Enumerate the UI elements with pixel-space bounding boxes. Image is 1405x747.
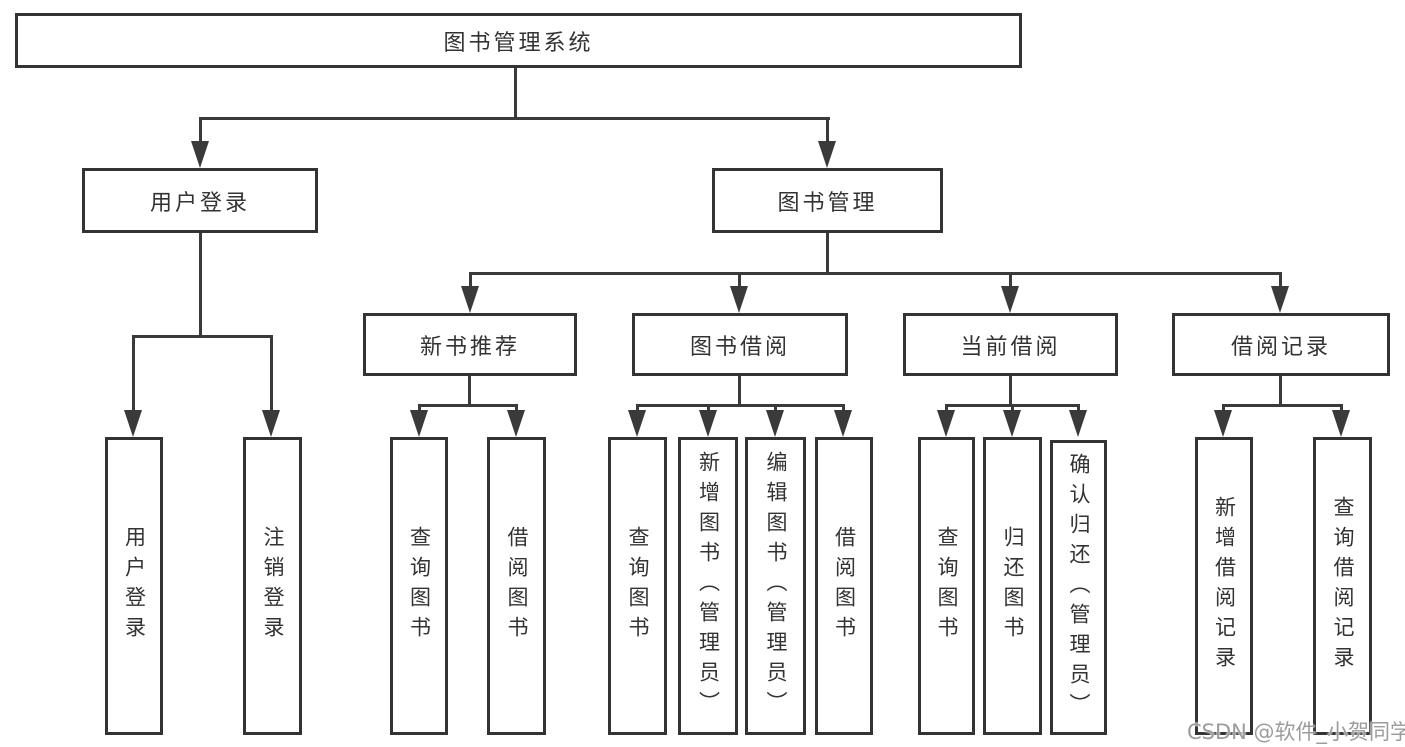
leaf-user-login-label: 用户登录 (122, 526, 147, 646)
leaf-current-query-books: 查询图书 (918, 437, 975, 735)
leaf-records-add-record: 新增借阅记录 (1195, 437, 1253, 735)
connector-stem (270, 335, 273, 412)
leaf-logout-label: 注销登录 (261, 526, 285, 646)
connector-stem (199, 117, 202, 144)
connector-recommend-rail (418, 404, 518, 407)
csdn-watermark: CSDN @软件_小贺同学 (1187, 720, 1405, 744)
connector-stem (1011, 404, 1014, 413)
connector-bookmgmt-stem (826, 233, 829, 275)
connector-stem (738, 272, 741, 288)
arrowhead-down (1214, 410, 1232, 437)
arrowhead-down (699, 410, 717, 437)
leaf-borrow-edit-books-admin-label: 编辑图书（管理员） (764, 451, 788, 721)
leaf-recommend-borrow-books-label: 借阅图书 (505, 526, 529, 646)
arrowhead-down (766, 410, 784, 437)
arrowhead-down (730, 286, 748, 313)
leaf-recommend-borrow-books: 借阅图书 (487, 437, 546, 735)
connector-borrow-stem (738, 376, 741, 407)
connector-userlogin-rail (132, 335, 273, 338)
leaf-borrow-query-books-label: 查询图书 (626, 526, 650, 646)
node-borrow-records: 借阅记录 (1172, 313, 1390, 376)
connector-stem (1222, 404, 1225, 413)
leaf-borrow-query-books: 查询图书 (608, 437, 667, 735)
connector-stem (826, 117, 829, 144)
connector-borrow-rail (636, 404, 845, 407)
arrowhead-down (507, 410, 525, 437)
arrowhead-down (124, 410, 142, 437)
leaf-user-login: 用户登录 (105, 437, 163, 735)
connector-records-stem (1279, 376, 1282, 407)
arrowhead-down (1271, 286, 1289, 313)
node-book-borrow-label: 图书借阅 (689, 334, 790, 360)
node-root-label: 图书管理系统 (443, 30, 594, 56)
connector-stem (418, 404, 421, 413)
arrowhead-down (262, 410, 280, 437)
leaf-borrow-borrow-books-label: 借阅图书 (832, 526, 857, 646)
connector-root-stem (514, 68, 517, 120)
connector-stem (842, 404, 845, 413)
connector-userlogin-stem (199, 233, 202, 337)
leaf-records-query-record-label: 查询借阅记录 (1331, 496, 1355, 676)
connector-stem (515, 404, 518, 413)
connector-bookmgmt-rail (469, 272, 1282, 275)
arrowhead-down (1003, 410, 1021, 437)
leaf-records-add-record-label: 新增借阅记录 (1212, 496, 1237, 676)
connector-stem (636, 404, 639, 413)
leaf-current-return-books: 归还图书 (983, 437, 1042, 735)
leaf-records-query-record: 查询借阅记录 (1313, 437, 1372, 735)
node-current-borrow-label: 当前借阅 (960, 334, 1061, 360)
leaf-borrow-edit-books-admin: 编辑图书（管理员） (745, 437, 806, 735)
node-borrow-records-label: 借阅记录 (1230, 334, 1331, 360)
arrowhead-down (1069, 410, 1087, 437)
arrowhead-down (937, 410, 955, 437)
connector-stem (774, 404, 777, 413)
arrowhead-down (410, 410, 428, 437)
arrowhead-down (628, 410, 646, 437)
leaf-current-confirm-return-admin-label: 确认归还（管理员） (1067, 452, 1091, 723)
leaf-logout: 注销登录 (243, 437, 302, 735)
leaf-borrow-add-books-admin: 新增图书（管理员） (678, 437, 738, 735)
leaf-current-return-books-label: 归还图书 (1001, 526, 1025, 646)
connector-recommend-stem (468, 376, 471, 407)
connector-stem (1340, 404, 1343, 413)
node-new-book-recommend-label: 新书推荐 (419, 334, 520, 360)
leaf-borrow-add-books-admin-label: 新增图书（管理员） (696, 451, 721, 721)
arrowhead-down (834, 410, 852, 437)
connector-stem (469, 272, 472, 288)
connector-stem (945, 404, 948, 413)
connector-current-stem (1009, 376, 1012, 407)
connector-root-rail (199, 117, 830, 120)
node-book-management-label: 图书管理 (777, 190, 878, 216)
arrowhead-down (461, 286, 479, 313)
node-current-borrow: 当前借阅 (903, 313, 1118, 376)
leaf-borrow-borrow-books: 借阅图书 (815, 437, 873, 735)
leaf-current-query-books-label: 查询图书 (935, 526, 959, 646)
node-book-management: 图书管理 (712, 168, 943, 233)
leaf-recommend-query-books-label: 查询图书 (407, 526, 432, 646)
arrowhead-down (191, 141, 209, 168)
connector-stem (1279, 272, 1282, 288)
connector-stem (1077, 404, 1080, 413)
node-new-book-recommend: 新书推荐 (363, 313, 577, 376)
node-root: 图书管理系统 (15, 13, 1022, 68)
arrowhead-down (818, 141, 836, 168)
node-user-login-label: 用户登录 (149, 190, 250, 216)
connector-records-rail (1222, 404, 1342, 407)
leaf-recommend-query-books: 查询图书 (390, 437, 448, 735)
connector-stem (707, 404, 710, 413)
arrowhead-down (1001, 286, 1019, 313)
connector-stem (1009, 272, 1012, 288)
node-user-login: 用户登录 (82, 168, 318, 233)
leaf-current-confirm-return-admin: 确认归还（管理员） (1050, 440, 1107, 735)
node-book-borrow: 图书借阅 (632, 313, 848, 376)
arrowhead-down (1332, 410, 1350, 437)
connector-stem (132, 335, 135, 412)
